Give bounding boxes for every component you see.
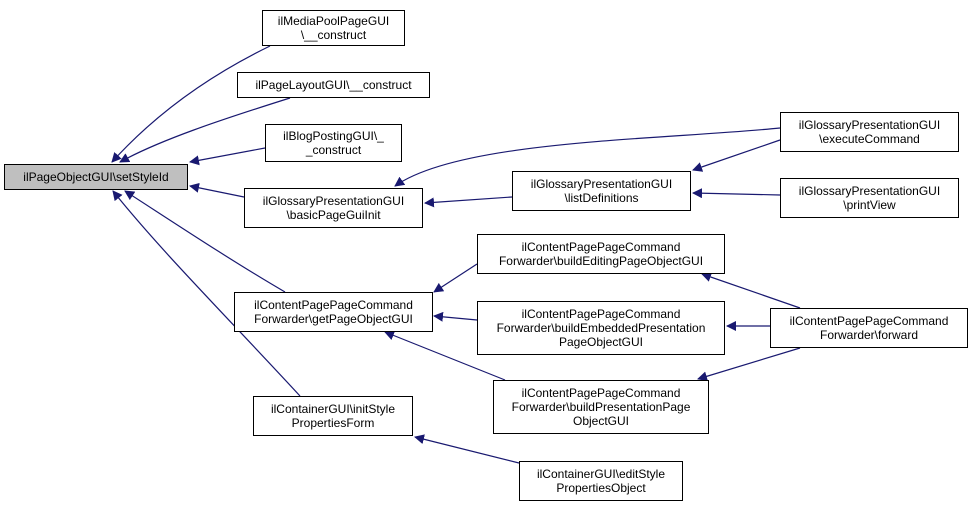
node-cpbuildedit-label-2: Forwarder\buildEditingPageObjectGUI: [498, 254, 704, 268]
node-cpbuildemb[interactable]: ilContentPagePageCommand Forwarder\build…: [477, 301, 725, 355]
node-containeredit-label-1: ilContainerGUI\editStyle: [536, 467, 666, 481]
node-cpgetpage-label-2: Forwarder\getPageObjectGUI: [254, 312, 413, 326]
edge-cpbuildedit-to-cpgetpage: [433, 263, 478, 293]
node-containeredit-label-2: PropertiesObject: [556, 481, 646, 495]
node-mediapool[interactable]: ilMediaPoolPageGUI \__construct: [262, 10, 405, 46]
node-glosslist-label-2: \listDefinitions: [564, 191, 639, 205]
node-glosslist-label-1: ilGlossaryPresentationGUI: [530, 177, 673, 191]
node-cpforward[interactable]: ilContentPagePageCommand Forwarder\forwa…: [770, 308, 968, 348]
node-root-label-1: ilPageObjectGUI\setStyleId: [23, 170, 169, 184]
edge-glossexec-to-glosslist: [692, 139, 781, 172]
node-glossprint-label-1: ilGlossaryPresentationGUI: [798, 184, 941, 198]
node-containeredit[interactable]: ilContainerGUI\editStyle PropertiesObjec…: [519, 461, 683, 501]
node-containerinit-label-2: PropertiesForm: [291, 416, 375, 430]
node-cpbuildemb-label-1: ilContentPagePageCommand: [521, 307, 681, 321]
node-glossbasic-label-1: ilGlossaryPresentationGUI: [262, 194, 405, 208]
node-glossexec-label-1: ilGlossaryPresentationGUI: [798, 118, 941, 132]
edge-glossprint-to-glosslist: [692, 188, 781, 199]
node-mediapool-label-2: \__construct: [300, 28, 367, 42]
node-cpbuildemb-label-3: PageObjectGUI: [558, 335, 644, 349]
node-cpgetpage[interactable]: ilContentPagePageCommand Forwarder\getPa…: [234, 292, 433, 332]
node-cpbuildpres-label-3: ObjectGUI: [572, 414, 629, 428]
edge-cpbuildemb-to-cpgetpage: [433, 311, 478, 322]
edge-cpforward-to-cpbuildpres: [697, 347, 801, 382]
edge-mediapool-to-root: [111, 45, 271, 163]
edge-containeredit-to-containerinit: [414, 434, 520, 464]
node-containerinit-label-1: ilContainerGUI\initStyle: [270, 402, 396, 416]
node-glosslist[interactable]: ilGlossaryPresentationGUI \listDefinitio…: [512, 171, 691, 211]
edge-containerinit-to-root: [112, 190, 301, 397]
node-cpbuildedit-label-1: ilContentPagePageCommand: [521, 240, 681, 254]
edge-cpgetpage-to-root: [124, 190, 286, 293]
node-glossprint[interactable]: ilGlossaryPresentationGUI \printView: [780, 178, 959, 218]
node-glossbasic-label-2: \basicPageGuiInit: [286, 208, 381, 222]
edge-glossbasic-to-root: [189, 182, 245, 198]
node-cpbuildpres-label-1: ilContentPagePageCommand: [521, 386, 681, 400]
node-cpgetpage-label-1: ilContentPagePageCommand: [254, 298, 413, 312]
edge-blogposting-to-root: [189, 147, 266, 166]
node-glossbasic[interactable]: ilGlossaryPresentationGUI \basicPageGuiI…: [244, 188, 423, 228]
node-pagelayout[interactable]: ilPageLayoutGUI\__construct: [237, 72, 430, 98]
node-cpbuildedit[interactable]: ilContentPagePageCommand Forwarder\build…: [477, 234, 725, 274]
edge-cpforward-to-cpbuildedit: [701, 272, 801, 309]
node-glossprint-label-2: \printView: [843, 198, 896, 212]
node-glossexec-label-2: \executeCommand: [819, 132, 920, 146]
node-cpforward-label-1: ilContentPagePageCommand: [789, 314, 949, 328]
edge-glossexec-to-glossbasic: [394, 127, 781, 187]
node-root: ilPageObjectGUI\setStyleId: [4, 164, 188, 190]
node-pagelayout-label-1: ilPageLayoutGUI\__construct: [255, 78, 412, 92]
node-blogposting-label-2: _construct: [305, 143, 362, 157]
node-glossexec[interactable]: ilGlossaryPresentationGUI \executeComman…: [780, 112, 959, 152]
node-cpbuildpres[interactable]: ilContentPagePageCommand Forwarder\build…: [493, 380, 709, 434]
node-containerinit[interactable]: ilContainerGUI\initStyle PropertiesForm: [253, 396, 413, 436]
node-cpforward-label-2: Forwarder\forward: [819, 328, 919, 342]
node-blogposting[interactable]: ilBlogPostingGUI\_ _construct: [265, 124, 402, 162]
edge-pagelayout-to-root: [119, 97, 291, 163]
edge-cpbuildpres-to-cpgetpage: [384, 330, 506, 381]
node-blogposting-label-1: ilBlogPostingGUI\_: [283, 129, 384, 143]
node-cpbuildemb-label-2: Forwarder\buildEmbeddedPresentation: [496, 321, 706, 335]
edge-glosslist-to-glossbasic: [424, 196, 513, 208]
node-mediapool-label-1: ilMediaPoolPageGUI: [277, 14, 390, 28]
node-cpbuildpres-label-2: Forwarder\buildPresentationPage: [511, 400, 691, 414]
